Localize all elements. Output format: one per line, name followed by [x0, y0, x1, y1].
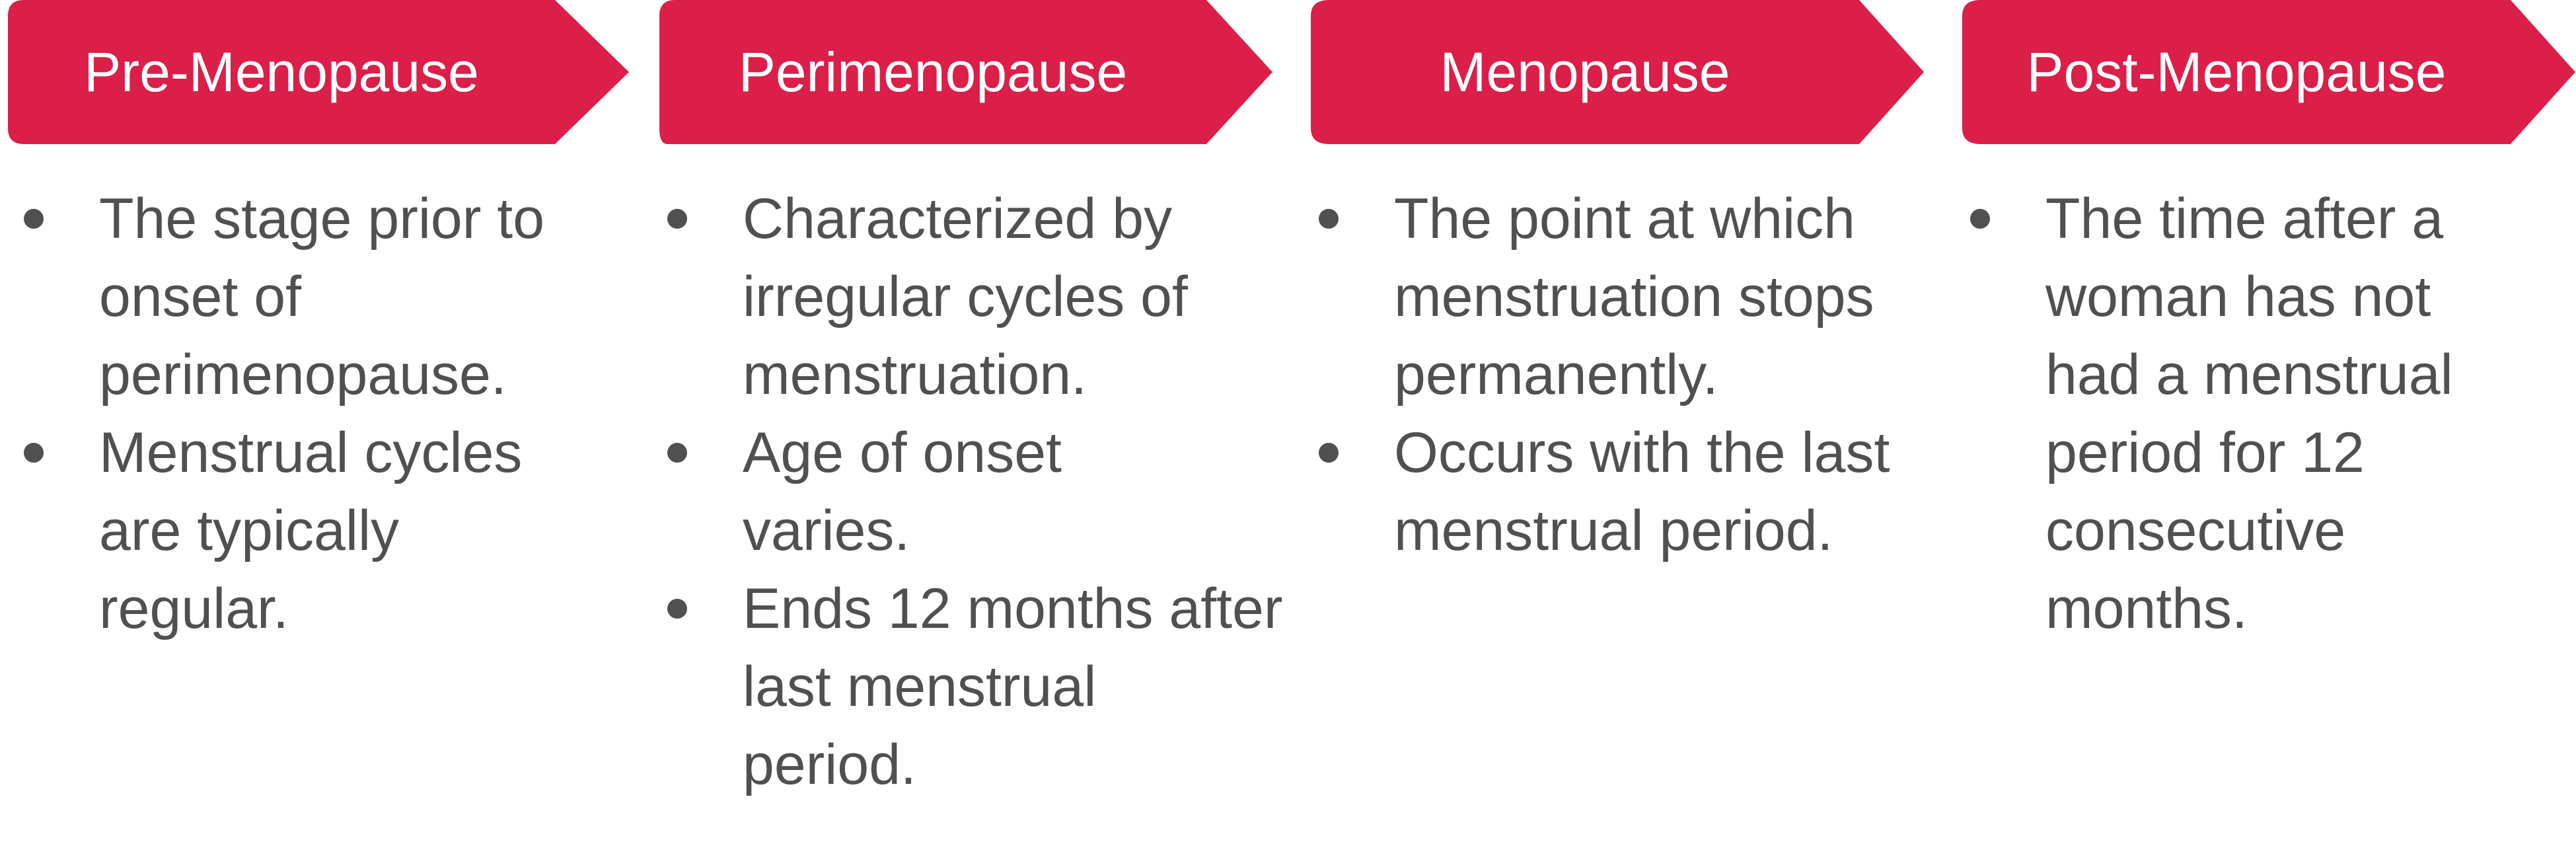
stage-title-pre-menopause: Pre-Menopause [84, 41, 479, 103]
stage-title-perimenopause: Perimenopause [738, 41, 1128, 103]
list-item: Occurs with the last menstrual period. [1303, 414, 1923, 570]
point-text: Age of onset varies. [743, 421, 1062, 562]
list-item: The point at which menstruation stops pe… [1303, 180, 1962, 414]
bullet-icon [667, 599, 687, 619]
bullet-icon [1319, 209, 1339, 229]
stage-pre-menopause: Pre-Menopause The stage prior to onset o… [0, 0, 634, 844]
point-text: The point at which menstruation stops pe… [1394, 187, 1874, 406]
arrow-shape-post-menopause [1962, 0, 2575, 144]
stage-points-perimenopause: Characterized by irregular cycles of men… [651, 180, 1286, 804]
stage-points-menopause: The point at which menstruation stops pe… [1303, 180, 1937, 570]
list-item: Ends 12 months after last menstrual peri… [651, 570, 1284, 804]
list-item: The time after a woman has not had a men… [1954, 180, 2534, 648]
stage-title-menopause: Menopause [1440, 41, 1730, 103]
arrow-shape-menopause [1311, 0, 1924, 144]
point-text: Characterized by irregular cycles of men… [743, 187, 1188, 406]
arrow-shape-perimenopause [659, 0, 1272, 144]
stage-post-menopause: Post-Menopause The time after a woman ha… [1954, 0, 2576, 844]
list-item: Menstrual cycles are typically regular. [8, 414, 588, 648]
stage-title-post-menopause: Post-Menopause [2026, 41, 2447, 103]
stage-menopause: Menopause The point at which menstruatio… [1303, 0, 1937, 844]
stage-points-post-menopause: The time after a woman has not had a men… [1954, 180, 2569, 648]
arrow-shape-pre-menopause [8, 0, 629, 144]
bullet-icon [667, 209, 687, 229]
bullet-icon [24, 209, 44, 229]
point-text: The stage prior to onset of perimenopaus… [99, 187, 545, 406]
bullet-icon [1319, 443, 1339, 463]
bullet-icon [667, 443, 687, 463]
stage-points-pre-menopause: The stage prior to onset of perimenopaus… [8, 180, 603, 648]
list-item: The stage prior to onset of perimenopaus… [8, 180, 588, 414]
stage-perimenopause: Perimenopause Characterized by irregular… [651, 0, 1286, 844]
point-text: Occurs with the last menstrual period. [1394, 421, 1890, 562]
list-item: Age of onset varies. [651, 414, 1152, 570]
bullet-icon [1970, 209, 1990, 229]
point-text: Menstrual cycles are typically regular. [99, 421, 523, 640]
list-item: Characterized by irregular cycles of men… [651, 180, 1284, 414]
point-text: The time after a woman has not had a men… [2045, 187, 2453, 640]
point-text: Ends 12 months after last menstrual peri… [743, 577, 1283, 796]
bullet-icon [24, 443, 44, 463]
